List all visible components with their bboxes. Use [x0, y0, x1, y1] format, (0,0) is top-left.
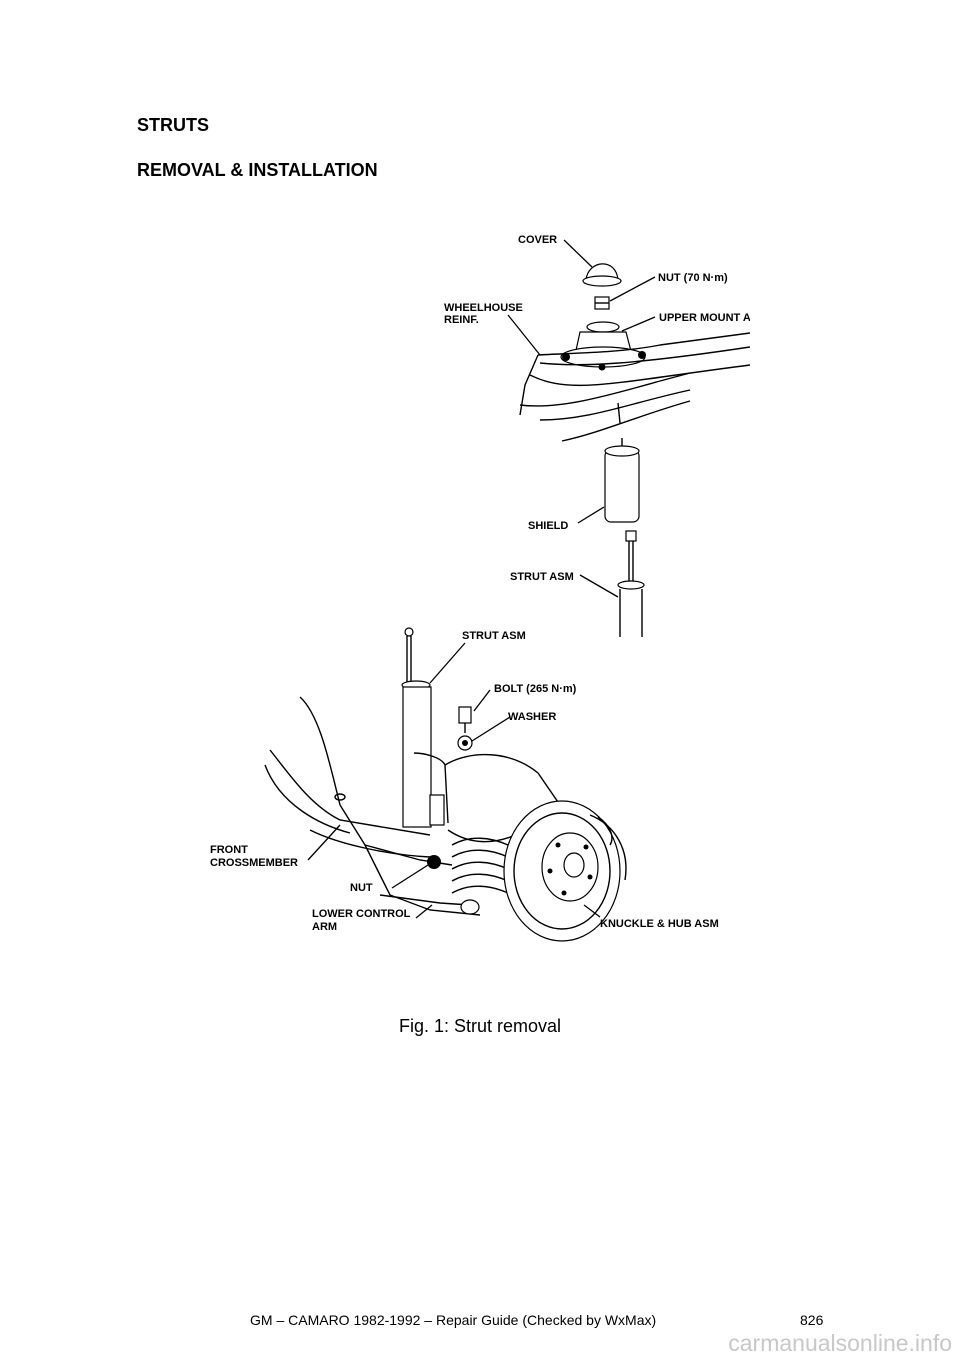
- label-lower-arm-2: ARM: [312, 921, 337, 933]
- bolt-washer-part: [457, 706, 473, 751]
- cover-part: [582, 263, 622, 287]
- upper-strut-part: [617, 530, 645, 637]
- label-upper-mount: UPPER MOUNT ASS'Y: [659, 312, 750, 324]
- section-subheading: REMOVAL & INSTALLATION: [137, 160, 378, 180]
- label-front-crossmember-1: FRONT: [210, 844, 248, 856]
- shield-part: [604, 438, 640, 523]
- label-shield: SHIELD: [528, 520, 568, 532]
- crossmember-arm: [264, 696, 481, 916]
- top-nut-part: [594, 296, 610, 310]
- strut-diagram: COVER NUT (70 N·m) WHEELHOUSE REINF. UPP…: [190, 205, 776, 1015]
- label-wheelhouse-2: REINF.: [444, 314, 479, 326]
- lower-strut-part: [401, 627, 449, 828]
- figure-caption: Fig. 1: Strut removal: [398, 1016, 562, 1036]
- label-lower-arm-1: LOWER CONTROL: [312, 908, 411, 920]
- label-strut-asm-lower: STRUT ASM: [462, 630, 526, 642]
- label-lower-nut: NUT: [350, 882, 373, 894]
- strut-diagram-svg: COVER NUT (70 N·m) WHEELHOUSE REINF. UPP…: [210, 234, 776, 942]
- label-top-nut: NUT (70 N·m): [658, 272, 728, 284]
- wheelhouse-panel: [519, 332, 751, 442]
- label-wheelhouse-1: WHEELHOUSE: [444, 302, 523, 314]
- upper-mount-part: [560, 321, 646, 371]
- label-front-crossmember-2: CROSSMEMBER: [210, 857, 298, 869]
- label-strut-asm-top: STRUT ASM: [510, 571, 574, 583]
- knuckle-part: [444, 753, 561, 894]
- label-cover: COVER: [518, 234, 557, 246]
- page-number: 826: [800, 1312, 824, 1328]
- watermark: carmanualsonline.info: [728, 1330, 952, 1356]
- page-footer: GM – CAMARO 1982-1992 – Repair Guide (Ch…: [250, 1312, 657, 1328]
- label-knuckle: KNUCKLE & HUB ASM: [600, 918, 719, 930]
- label-bolt: BOLT (265 N·m): [494, 683, 577, 695]
- label-washer: WASHER: [508, 711, 556, 723]
- brake-disc-hub: [503, 800, 627, 942]
- section-heading: STRUTS: [137, 115, 209, 135]
